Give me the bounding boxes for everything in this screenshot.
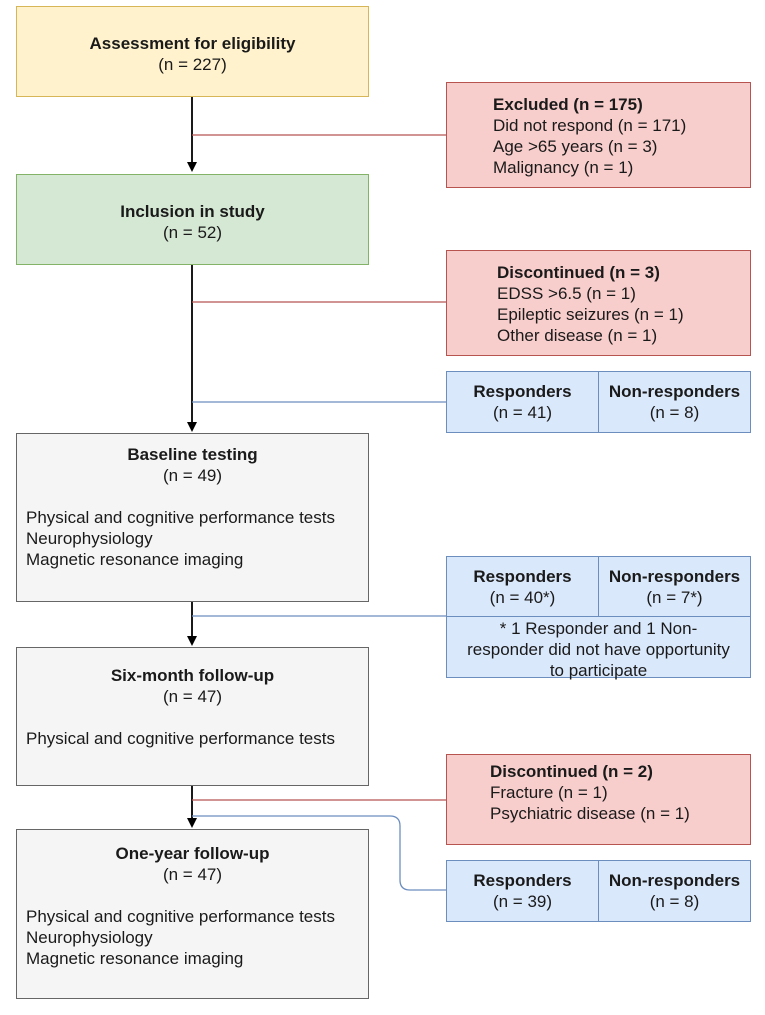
- excluded-item: Did not respond (n = 171): [493, 116, 687, 135]
- cell-divider: [598, 861, 599, 921]
- sixmonth-count: (n = 47): [162, 687, 223, 706]
- discontinued-item: Epileptic seizures (n = 1): [497, 305, 684, 324]
- discontinued-item: EDSS >6.5 (n = 1): [497, 284, 636, 303]
- nonresponders-cell: Non-responders (n = 8): [599, 372, 750, 432]
- discontinued-title: Discontinued (n = 3): [497, 263, 660, 282]
- nonresponders-label: Non-responders: [608, 567, 741, 586]
- responders-count: (n = 39): [492, 892, 553, 911]
- responders-label: Responders: [473, 382, 572, 401]
- discontinued-box-2: Discontinued (n = 2) Fracture (n = 1) Ps…: [446, 754, 751, 845]
- discontinued-title: Discontinued (n = 2): [490, 762, 653, 781]
- sixmonth-title: Six-month follow-up: [110, 666, 275, 685]
- oneyear-item: Magnetic resonance imaging: [26, 949, 244, 968]
- sixmonth-box: Six-month follow-up (n = 47) Physical an…: [16, 647, 369, 786]
- inclusion-title: Inclusion in study: [120, 202, 265, 221]
- assessment-title: Assessment for eligibility: [89, 34, 296, 53]
- nonresponders-count: (n = 8): [649, 403, 700, 422]
- sixmonth-item: Physical and cognitive performance tests: [26, 729, 335, 748]
- oneyear-box: One-year follow-up (n = 47) Physical and…: [16, 829, 369, 999]
- responders-cell: Responders (n = 41): [447, 372, 598, 432]
- excluded-item: Age >65 years (n = 3): [493, 137, 658, 156]
- baseline-item: Magnetic resonance imaging: [26, 550, 244, 569]
- discontinued-item: Psychiatric disease (n = 1): [490, 804, 690, 823]
- oneyear-item: Neurophysiology: [26, 928, 153, 947]
- nonresponders-count: (n = 7*): [646, 588, 703, 607]
- responders-cell: Responders (n = 39): [447, 861, 598, 921]
- assessment-box: Assessment for eligibility (n = 227): [16, 6, 369, 97]
- responders-box-2: Responders (n = 40*) Non-responders (n =…: [446, 556, 751, 681]
- responders-box-3: Responders (n = 39) Non-responders (n = …: [446, 860, 751, 922]
- responders-label: Responders: [473, 871, 572, 890]
- responders-cell: Responders (n = 40*): [447, 557, 598, 616]
- responders-count: (n = 41): [492, 403, 553, 422]
- excluded-item: Malignancy (n = 1): [493, 158, 634, 177]
- nonresponders-label: Non-responders: [608, 382, 741, 401]
- discontinued-item: Other disease (n = 1): [497, 326, 658, 345]
- excluded-box: Excluded (n = 175) Did not respond (n = …: [446, 82, 751, 188]
- responders-label: Responders: [473, 567, 572, 586]
- cell-divider: [598, 372, 599, 432]
- assessment-count: (n = 227): [158, 55, 227, 74]
- nonresponders-cell: Non-responders (n = 7*): [599, 557, 750, 616]
- oneyear-item: Physical and cognitive performance tests: [26, 907, 335, 926]
- oneyear-count: (n = 47): [162, 865, 223, 884]
- responders-count: (n = 40*): [489, 588, 556, 607]
- baseline-item: Neurophysiology: [26, 529, 153, 548]
- footnote-line: to participate: [549, 661, 648, 680]
- inclusion-box: Inclusion in study (n = 52): [16, 174, 369, 265]
- footnote-line: * 1 Responder and 1 Non-: [499, 619, 698, 638]
- nonresponders-cell: Non-responders (n = 8): [599, 861, 750, 921]
- cell-divider: [598, 557, 599, 616]
- inclusion-count: (n = 52): [162, 223, 223, 242]
- nonresponders-count: (n = 8): [649, 892, 700, 911]
- oneyear-title: One-year follow-up: [115, 844, 270, 863]
- baseline-count: (n = 49): [162, 466, 223, 485]
- excluded-title: Excluded (n = 175): [493, 95, 643, 114]
- discontinued-box-1: Discontinued (n = 3) EDSS >6.5 (n = 1) E…: [446, 250, 751, 356]
- footnote: * 1 Responder and 1 Non- responder did n…: [447, 618, 750, 681]
- baseline-box: Baseline testing (n = 49) Physical and c…: [16, 433, 369, 602]
- nonresponders-label: Non-responders: [608, 871, 741, 890]
- branch-responders-3: [192, 815, 446, 891]
- baseline-item: Physical and cognitive performance tests: [26, 508, 335, 527]
- discontinued-item: Fracture (n = 1): [490, 783, 608, 802]
- footnote-line: responder did not have opportunity: [467, 640, 730, 659]
- baseline-title: Baseline testing: [127, 445, 258, 464]
- responders-box-1: Responders (n = 41) Non-responders (n = …: [446, 371, 751, 433]
